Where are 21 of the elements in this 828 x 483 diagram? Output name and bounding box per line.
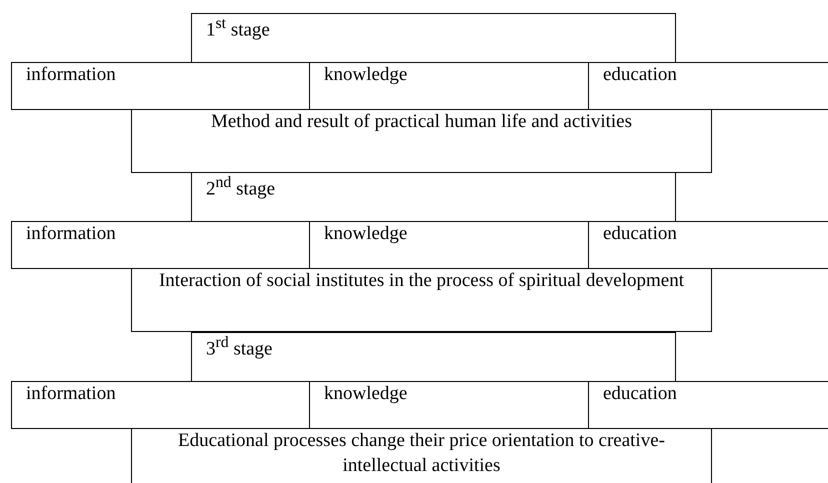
description-box — [131, 109, 712, 173]
box-text: Interaction of social institutes in the process of spiritual development — [158, 269, 684, 293]
box-text: 3$^{rd}$ stage — [206, 333, 272, 362]
stage-box — [191, 332, 676, 382]
box-text: information — [26, 382, 116, 406]
box-text: Educational processes change their price orientation to creative-intellectual activities — [177, 429, 666, 478]
box-text: 2$^{nd}$ stage — [206, 173, 276, 202]
stage-box — [191, 172, 676, 222]
description-box — [131, 268, 712, 332]
stage-box — [191, 13, 676, 63]
box-text: information — [26, 222, 116, 246]
box-text: education — [603, 63, 677, 87]
description-box — [131, 428, 712, 483]
box-text: education — [603, 382, 677, 406]
box-text: information — [26, 63, 116, 87]
box-text: 1$^{st}$ stage — [206, 14, 270, 42]
box-text: knowledge — [324, 222, 408, 246]
box-text: knowledge — [324, 63, 408, 87]
box-text: Method and result of practical human life and activities — [210, 110, 632, 134]
box-text: knowledge — [324, 382, 408, 406]
box-text: education — [603, 222, 677, 246]
